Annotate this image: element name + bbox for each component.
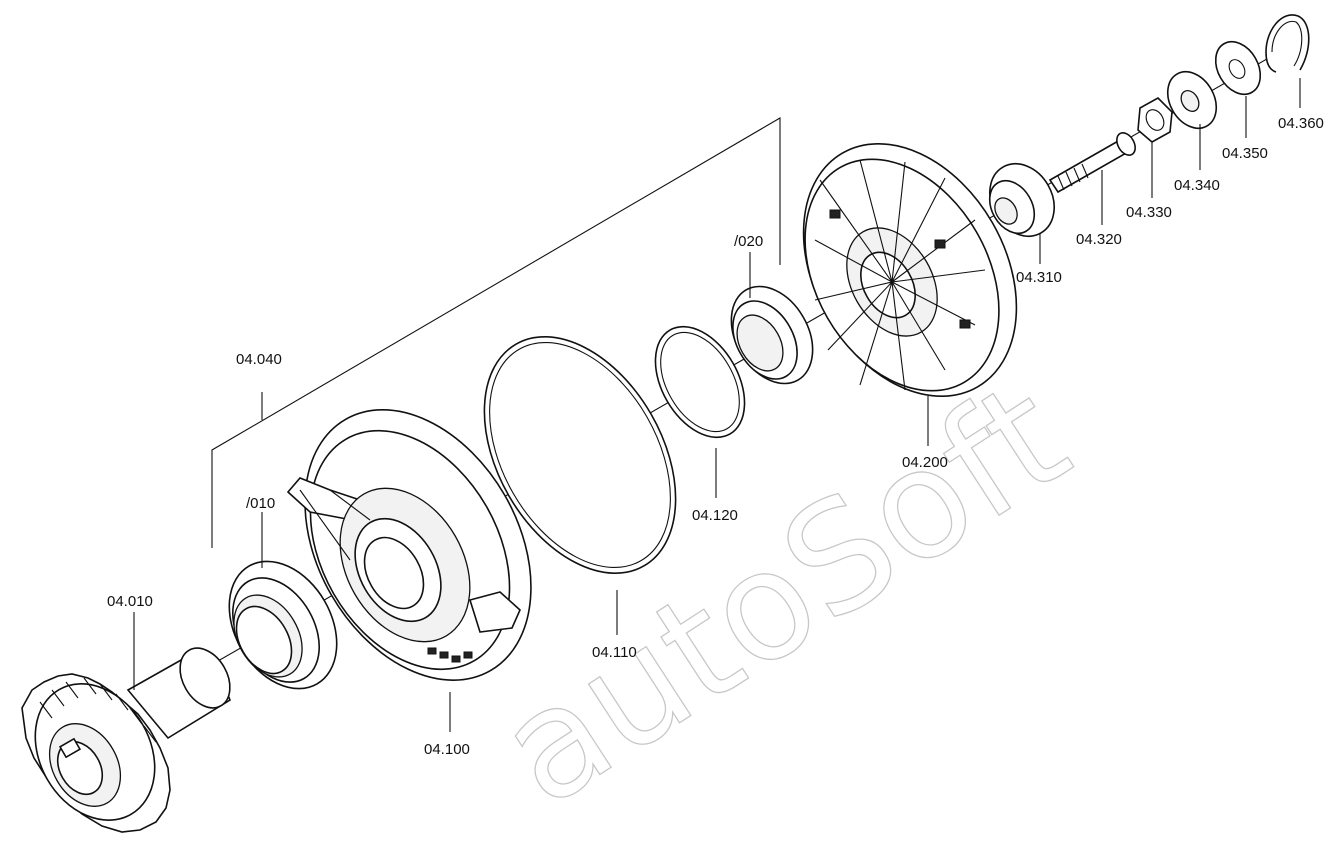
label-04-330: 04.330	[1126, 204, 1172, 221]
lock-plate-04-330	[1137, 97, 1173, 143]
bracket-04-040	[211, 117, 781, 548]
label-020: /020	[734, 233, 763, 250]
label-04-360: 04.360	[1278, 115, 1324, 132]
label-04-010: 04.010	[107, 593, 153, 610]
leader-lines	[133, 78, 1301, 732]
impeller-04-200	[802, 143, 1018, 397]
label-04-040: 04.040	[236, 351, 282, 368]
label-04-340: 04.340	[1174, 177, 1220, 194]
label-010: /010	[246, 495, 275, 512]
pinion-gear-04-010	[21, 647, 231, 833]
housing-04-100	[286, 409, 532, 681]
bearing-020	[730, 285, 814, 385]
bolt-04-320	[1048, 132, 1136, 194]
part-labels: 04.010 04.040 /010 04.100 04.110 04.120 …	[107, 115, 1324, 758]
washer-04-340	[1166, 70, 1218, 130]
bearing-010	[228, 560, 338, 690]
label-04-100: 04.100	[424, 741, 470, 758]
label-04-350: 04.350	[1222, 145, 1268, 162]
label-04-320: 04.320	[1076, 231, 1122, 248]
circlip-04-360	[1265, 14, 1310, 73]
label-04-110: 04.110	[592, 644, 637, 661]
label-04-310: 04.310	[1016, 269, 1062, 286]
label-04-120: 04.120	[692, 507, 738, 524]
disc-washer-04-350	[1214, 40, 1262, 96]
snap-ring-04-120	[654, 325, 746, 439]
oring-04-110	[483, 336, 677, 574]
label-04-200: 04.200	[902, 454, 948, 471]
hub-04-310	[988, 163, 1055, 237]
